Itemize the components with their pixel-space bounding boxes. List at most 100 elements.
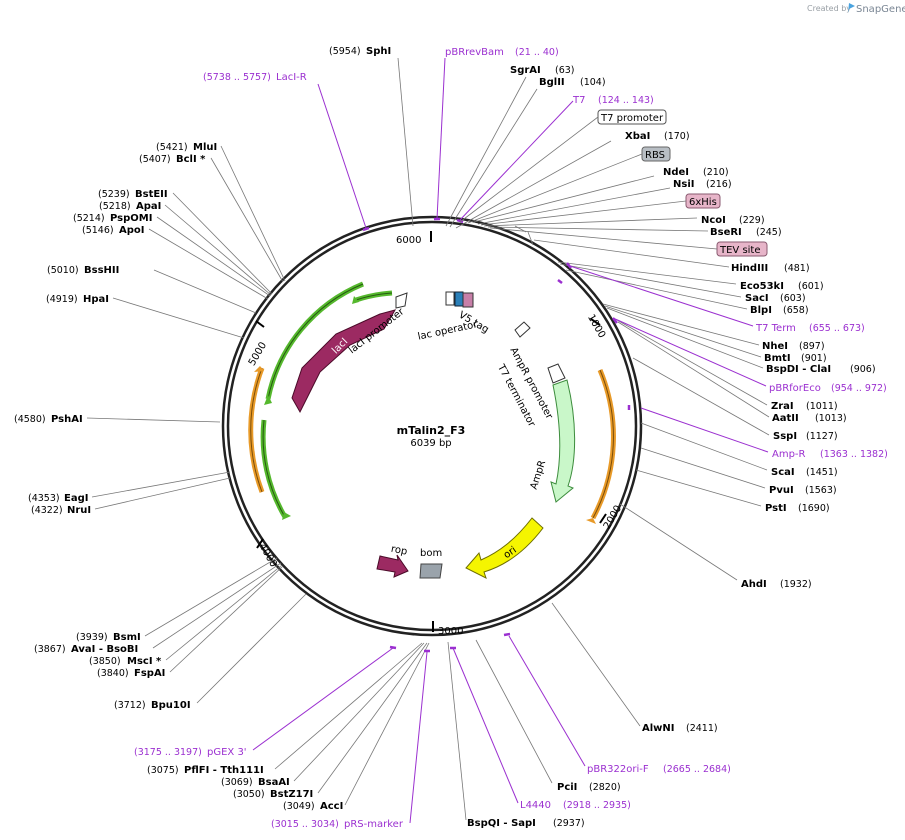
feature-rop-label: rop — [390, 544, 408, 558]
primer-pos: (954 .. 972) — [831, 383, 887, 394]
tick-marks — [255, 231, 607, 632]
site-pos: (5407) — [139, 154, 171, 165]
feature-bom-label: bom — [420, 548, 442, 559]
feature-ori-arrow — [465, 517, 544, 579]
site-pos: (5214) — [73, 213, 105, 224]
site-name: AccI — [320, 801, 343, 812]
site-pos: (2411) — [686, 723, 718, 734]
site-pos: (5239) — [98, 189, 130, 200]
site-name: Eco53kI — [740, 281, 784, 292]
site-pos: (601) — [798, 281, 824, 292]
site-pos: (603) — [780, 293, 806, 304]
site-name: HindIII — [731, 263, 768, 274]
site-pos: (170) — [664, 131, 690, 142]
credit-brand: SnapGene — [856, 4, 905, 15]
site-leader-lines — [86, 57, 770, 821]
orf-orange-right-head — [586, 518, 596, 524]
site-name: PstI — [765, 503, 787, 514]
primer-pos: (1363 .. 1382) — [820, 449, 888, 460]
primer-markers — [362, 217, 631, 653]
site-pos: (1932) — [780, 579, 812, 590]
site-pos: (5218) — [99, 201, 131, 212]
site-pos: (1451) — [806, 467, 838, 478]
site-pos: (901) — [801, 353, 827, 364]
site-name: BstZ17I — [270, 789, 313, 800]
site-pos: (3850) — [89, 656, 121, 667]
site-pos: (1011) — [806, 401, 838, 412]
box-label: 6xHis — [689, 197, 717, 208]
site-name: PflFI - Tth111I — [184, 765, 264, 776]
primer-name: T7 Term — [755, 323, 796, 334]
site-name: BlpI — [750, 305, 772, 316]
feature-ampr-promoter — [514, 321, 531, 338]
site-name: AhdI — [741, 579, 767, 590]
site-pos: (897) — [799, 341, 825, 352]
site-name: BclI * — [176, 154, 206, 165]
feature-ampr-label: AmpR — [529, 459, 549, 491]
plasmid-name: mTalin2_F3 — [397, 424, 466, 437]
site-pos: (3939) — [76, 632, 108, 643]
site-pos: (63) — [555, 65, 575, 76]
site-name: BstEII — [135, 189, 168, 200]
site-name: MscI * — [127, 656, 162, 667]
feature-lac-operator — [454, 291, 464, 307]
plasmid-length: 6039 bp — [410, 438, 451, 449]
site-name: BseRI — [710, 227, 742, 238]
site-pos: (3050) — [233, 789, 265, 800]
primer-name: pRS-marker — [344, 819, 404, 830]
site-labels: (5954) SphI SgrAI (63) BglII (104) XbaI … — [14, 46, 876, 829]
site-pos: (3867) — [34, 644, 66, 655]
primer-name: L4440 — [520, 800, 551, 811]
site-pos: (229) — [739, 215, 765, 226]
site-pos: (1127) — [806, 431, 838, 442]
box-labels: T7 promoter RBS 6xHis TEV site — [459, 109, 768, 257]
primer-name: LacI-R — [276, 72, 307, 83]
primer-leader-lines — [252, 57, 769, 824]
site-name: FspAI — [134, 668, 165, 679]
primer-labels: pBRrevBam (21 .. 40) T7 (124 .. 143) T7 … — [134, 47, 888, 830]
feature-t7-terminator — [547, 363, 566, 384]
site-pos: (2937) — [553, 818, 585, 829]
site-name: NdeI — [663, 167, 689, 178]
primer-name: pBR322ori-F — [587, 764, 649, 775]
site-name: AvaI - BsoBI — [71, 644, 138, 655]
primer-pos: (124 .. 143) — [598, 95, 654, 106]
site-pos: (5954) — [329, 46, 361, 57]
site-name: AatII — [772, 413, 799, 424]
box-label: T7 promoter — [600, 113, 664, 124]
site-name: XbaI — [625, 131, 650, 142]
credit-prefix: Created by — [807, 4, 851, 13]
site-name: NruI — [67, 505, 91, 516]
primer-name: Amp-R — [772, 449, 806, 460]
site-name: PshAI — [51, 414, 83, 425]
tick-label-5000: 5000 — [247, 340, 269, 368]
primer-name: pGEX 3' — [207, 747, 247, 758]
site-pos: (4322) — [31, 505, 63, 516]
primer-pos: (3175 .. 3197) — [134, 747, 202, 758]
site-pos: (3075) — [147, 765, 179, 776]
site-name: SgrAI — [510, 65, 541, 76]
tick-label-6000: 6000 — [396, 235, 421, 246]
primer-pos: (3015 .. 3034) — [271, 819, 339, 830]
site-name: BsmI — [113, 632, 141, 643]
site-pos: (245) — [756, 227, 782, 238]
site-pos: (3049) — [283, 801, 315, 812]
feature-v5-tag — [462, 292, 474, 308]
box-label: RBS — [645, 150, 665, 161]
box-label: TEV site — [719, 245, 761, 256]
site-name: PspOMI — [110, 213, 152, 224]
primer-pos: (2665 .. 2684) — [663, 764, 731, 775]
primer-pos: (2918 .. 2935) — [563, 800, 631, 811]
site-name: NsiI — [673, 179, 694, 190]
site-pos: (481) — [784, 263, 810, 274]
site-pos: (5010) — [47, 265, 79, 276]
site-name: PvuI — [769, 485, 794, 496]
site-name: ScaI — [771, 467, 795, 478]
site-name: SphI — [366, 46, 391, 57]
feature-bom — [419, 563, 443, 579]
site-pos: (2820) — [589, 782, 621, 793]
site-pos: (1013) — [815, 413, 847, 424]
site-pos: (3712) — [114, 700, 146, 711]
site-name: HpaI — [83, 294, 109, 305]
site-name: MluI — [193, 142, 217, 153]
